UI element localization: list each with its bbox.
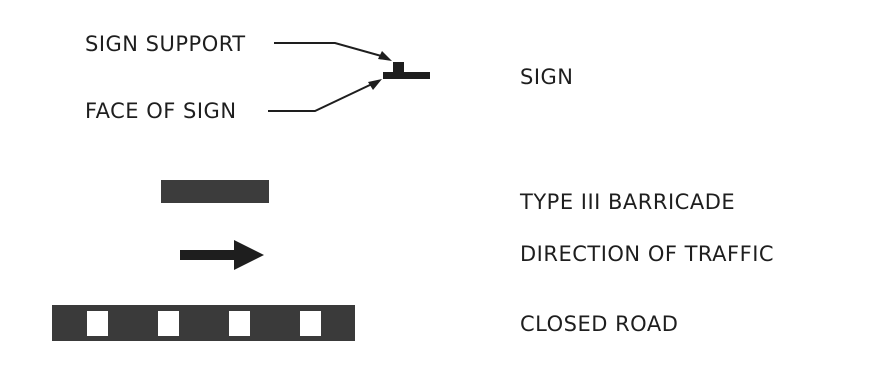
closed-road-stripe: [87, 311, 108, 336]
traffic-direction-arrow: [180, 240, 264, 270]
sign-support-leader: [274, 42, 392, 61]
sign-support-callout: SIGN SUPPORT: [85, 32, 246, 56]
legend-label-direction-of-traffic: DIRECTION OF TRAFFIC: [520, 242, 775, 266]
legend-label-closed-road: CLOSED ROAD: [520, 312, 679, 336]
traffic-arrowhead-icon: [234, 240, 264, 270]
sign-support-arrowhead-icon: [378, 51, 392, 61]
face-of-sign-arrowhead-icon: [368, 79, 382, 90]
closed-road-symbol: [52, 305, 355, 341]
legend-label-type-iii-barricade: TYPE III BARRICADE: [520, 190, 736, 214]
traffic-arrow-shaft: [180, 250, 237, 260]
closed-road-stripe: [229, 311, 250, 336]
face-of-sign-leader: [268, 79, 382, 112]
sign-face-bar: [383, 72, 430, 79]
legend-label-sign: SIGN: [520, 65, 574, 89]
sign-support-post: [393, 62, 404, 73]
closed-road-stripe: [300, 311, 321, 336]
face-of-sign-callout: FACE OF SIGN: [85, 99, 237, 123]
closed-road-stripe: [158, 311, 179, 336]
type-iii-barricade-symbol: [161, 180, 269, 203]
sign-symbol: [383, 62, 430, 79]
